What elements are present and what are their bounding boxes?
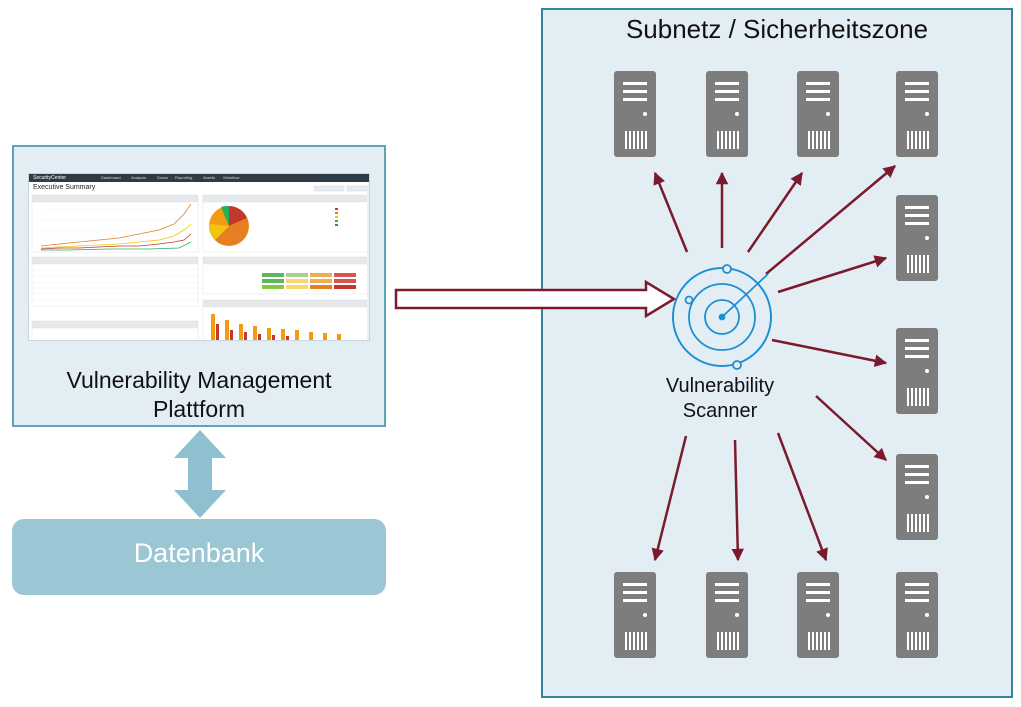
platform-label-line2: Plattform (152, 396, 246, 422)
server-icon (614, 71, 656, 157)
server-icon (706, 71, 748, 157)
screenshot-page-title: Executive Summary (33, 184, 96, 191)
scan-arrow (731, 439, 744, 562)
scan-arrow (746, 171, 804, 253)
scan-arrow (653, 171, 689, 253)
scan-arrow (651, 435, 688, 562)
server-icon (896, 572, 938, 658)
server-icon (706, 572, 748, 658)
scanner-label-line2: Scanner (682, 400, 758, 422)
screenshot-app-title: SecurityCenter (33, 175, 67, 181)
screenshot-nav-item: Dashboard (101, 175, 121, 180)
server-icon (896, 328, 938, 414)
scan-arrow (776, 432, 828, 562)
screenshot-topbar (29, 174, 369, 182)
outline-arrow-icon (394, 280, 677, 319)
server-icon (797, 572, 839, 658)
scan-arrow (771, 338, 888, 367)
screenshot-widgets (31, 184, 369, 340)
server-icon (896, 195, 938, 281)
scan-arrow (815, 395, 887, 461)
scan-arrow (765, 165, 896, 275)
server-icon (896, 454, 938, 540)
server-icon (797, 71, 839, 157)
security-zone-title: Subnetz / Sicherheitszone (625, 14, 929, 44)
radar-icon (672, 264, 772, 370)
database-box (12, 519, 386, 595)
screenshot-nav-item: Workflow (223, 175, 240, 180)
scanner-label: Vulnerability Scanner (640, 374, 800, 424)
server-icon (614, 572, 656, 658)
platform-screenshot: SecurityCenter Dashboard Analysis Scans … (28, 173, 370, 341)
scanner-label-line1: Vulnerability (665, 375, 775, 397)
screenshot-nav-item: Assets (203, 175, 216, 180)
scan-arrow (777, 255, 888, 294)
double-arrow-icon (174, 430, 226, 518)
server-icon (896, 71, 938, 157)
screenshot-nav-item: Reporting (175, 175, 193, 180)
database-label: Datenbank (133, 538, 265, 568)
platform-label: Vulnerability Management Plattform (12, 366, 386, 424)
platform-label-line1: Vulnerability Management (66, 367, 332, 393)
screenshot-nav-item: Analysis (131, 175, 146, 180)
screenshot-nav-item: Scans (157, 175, 169, 180)
